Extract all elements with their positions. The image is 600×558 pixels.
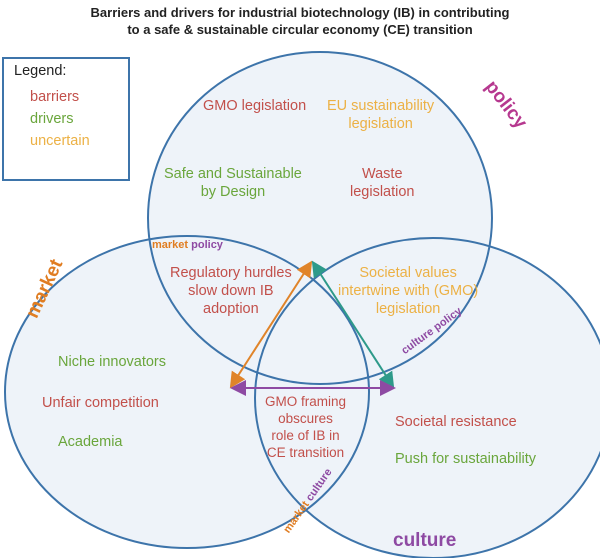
culture-label: culture [393,530,457,551]
gmo-legislation: GMO legislation [203,98,307,114]
title-line-2: to a safe & sustainable circular economy… [127,22,473,37]
niche-innovators: Niche innovators [58,354,166,370]
push-for-sustainability: Push for sustainability [395,451,537,467]
societal-resistance: Societal resistance [395,414,517,430]
culture-policy-arrow [311,260,395,389]
unfair-competition: Unfair competition [42,395,159,411]
market-policy-tag: market policy [152,239,223,251]
legend-drivers: drivers [30,111,74,127]
legend-barriers: barriers [30,89,80,105]
legend-title: Legend: [14,63,67,79]
legend: Legend: barriers drivers uncertain [2,57,130,181]
market-policy-arrow [229,260,313,389]
title-line-1: Barriers and drivers for industrial biot… [90,5,510,20]
academia: Academia [58,434,123,450]
legend-uncertain: uncertain [30,133,90,149]
diagram-title: Barriers and drivers for industrial biot… [0,4,600,38]
